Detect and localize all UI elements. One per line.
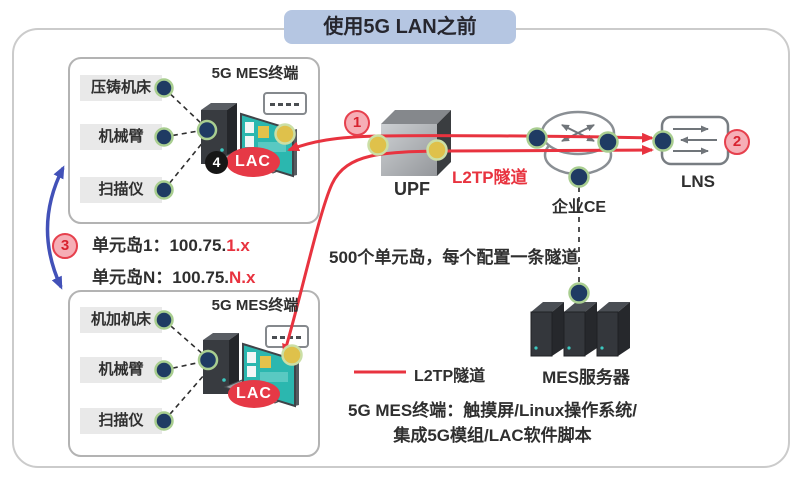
terminal-spec-note: 5G MES终端：触摸屏/Linux操作系统/ 集成5G模组/LAC软件脚本 <box>330 398 655 448</box>
terminal1-label: 5G MES终端 <box>211 65 299 82</box>
device-die-casting-machine: 压铸机床 <box>80 75 162 101</box>
tunnel-count-note: 500个单元岛，每个配置一条隧道 <box>329 248 579 267</box>
step-badge-1: 1 <box>344 110 370 136</box>
switch-icon-1 <box>263 92 307 115</box>
lac-badge-1: LAC <box>226 147 280 177</box>
swap-arrow <box>45 165 65 290</box>
mes-server-label: MES服务器 <box>542 368 630 387</box>
device-scanner-2: 扫描仪 <box>80 408 162 434</box>
l2tp-tunnel-label: L2TP隧道 <box>452 168 528 187</box>
device-robot-arm-1: 机械臂 <box>80 124 162 150</box>
terminal2-label: 5G MES终端 <box>211 297 299 314</box>
island-n-subnet-red: N.x <box>229 268 256 287</box>
node-dots <box>154 78 674 431</box>
terminal-spec-line2: 集成5G模组/LAC软件脚本 <box>393 426 592 445</box>
island1-subnet-red: 1.x <box>226 236 250 255</box>
device-scanner-1: 扫描仪 <box>80 177 162 203</box>
step-badge-4: 4 <box>205 151 228 174</box>
port-dots <box>274 123 448 366</box>
page-title: 使用5G LAN之前 <box>284 10 516 44</box>
terminal-spec-line1: 5G MES终端：触摸屏/Linux操作系统/ <box>347 401 638 420</box>
l2tp-tunnel-1 <box>287 132 654 152</box>
step-badge-3: 3 <box>52 233 78 259</box>
step-badge-2: 2 <box>724 129 750 155</box>
upf-label: UPF <box>394 179 430 199</box>
enterprise-ce-label: 企业CE <box>551 199 607 216</box>
island1-subnet: 单元岛1：100.75.1.x <box>92 231 250 256</box>
l2tp-tunnel-n <box>282 145 654 356</box>
island-n-subnet-prefix: 单元岛N：100.75. <box>92 268 229 287</box>
legend-label: L2TP隧道 <box>414 368 486 385</box>
mes-server-icon <box>530 302 630 357</box>
device-machining-tool: 机加机床 <box>80 307 162 333</box>
island1-subnet-prefix: 单元岛1：100.75. <box>92 236 227 255</box>
island-n-subnet: 单元岛N：100.75.N.x <box>92 263 255 288</box>
lac-badge-2: LAC <box>228 380 280 408</box>
device-robot-arm-2: 机械臂 <box>80 357 162 383</box>
lns-label: LNS <box>681 172 715 191</box>
